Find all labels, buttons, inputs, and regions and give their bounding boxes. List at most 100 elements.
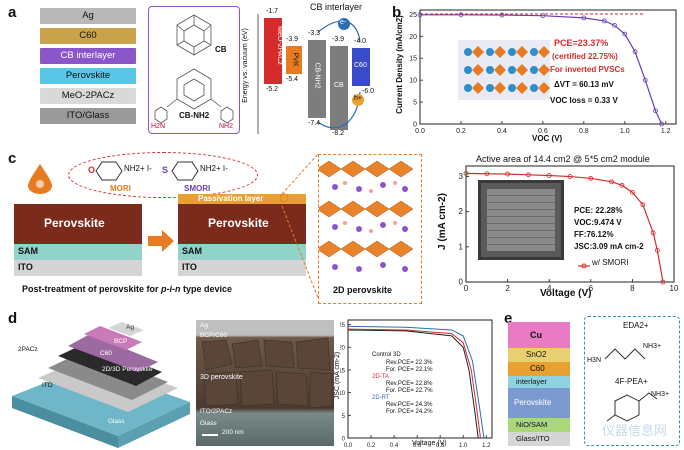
d-layer-ag: Ag [126, 324, 134, 331]
panel-letter-c: c [8, 150, 17, 167]
y-tick-label: 3 [459, 172, 464, 181]
perovskite-2d-box: 2D perovskite [316, 154, 422, 304]
mori-o: O [88, 165, 96, 175]
d-layer-2pacz: 2PACz [18, 346, 38, 353]
data-point [660, 279, 666, 285]
atom [530, 84, 538, 92]
mori-ring [95, 161, 123, 181]
molecule-box: CB CB-NH2 H2N NH2 [148, 6, 240, 134]
atom [464, 84, 472, 92]
e-layer-c60-label: C60 [530, 364, 545, 373]
d-legend-4: For. PCE= 22.7% [386, 388, 433, 394]
x-tick-label: 0.0 [415, 128, 425, 135]
e-layer-nio [508, 418, 570, 432]
d-legend-2: 2D-TA [372, 374, 389, 380]
data-point [601, 18, 607, 24]
x-tick-label: 0.2 [367, 443, 376, 449]
series-line [465, 172, 664, 283]
bottom-cb: -8.2 [332, 130, 345, 137]
y-tick-label: 15 [340, 368, 346, 374]
d-layer-ito: ITO [42, 382, 53, 389]
e-layer-sno2 [508, 348, 570, 362]
e-layer-cu-label: Cu [530, 330, 542, 340]
d-legend-title: Control 3D [372, 352, 401, 358]
x-tick-label: 2 [505, 284, 510, 293]
mori-nh2: NH2+ I- [124, 164, 152, 173]
octahedron [472, 82, 484, 94]
plot-frame [419, 9, 677, 125]
e-layer-cu [508, 322, 570, 348]
data-point [629, 189, 635, 195]
x-tick-label: 0.4 [390, 443, 399, 449]
scale-label: 200 nm [222, 429, 244, 436]
y-tick-label: 10 [340, 391, 346, 397]
perovskite-block-before [14, 204, 142, 244]
panel-c: c O NH2+ I- MORI S NH2+ I- SMORI Perovsk… [0, 148, 684, 306]
ito-label-after: ITO [182, 262, 197, 272]
d-legend-3: Rev.PCE= 22.8% [386, 381, 433, 387]
label-h2n: H2N [151, 123, 166, 130]
panel-letter-e: e [504, 310, 513, 327]
c-pce: PCE: 22.28% [574, 206, 623, 215]
energy-bars [257, 14, 370, 134]
crystal-structure [316, 160, 414, 272]
c-caption-italic: p-i-n [161, 284, 181, 294]
data-point [612, 22, 617, 28]
c-caption-suffix: type device [180, 284, 233, 294]
panel-a: a Ag C60 CB interlayer Perovskite MeO-2P… [0, 0, 380, 140]
d-legend-5: 2D-RT [372, 395, 390, 401]
perovskite-label-after: Perovskite [208, 216, 269, 230]
octahedron [494, 46, 506, 58]
octahedron [516, 46, 528, 58]
data-point [505, 171, 510, 177]
b-inverted: For inverted PVSCs [550, 65, 625, 74]
e-fpea: 4F-PEA+ [615, 377, 648, 386]
y-tick-label: 0 [342, 437, 346, 443]
octahedron [538, 82, 550, 94]
x-tick-label: 1.0 [620, 128, 630, 135]
data-point [650, 230, 656, 236]
atom [464, 48, 472, 56]
sem-ag: Ag [200, 322, 208, 329]
scale-bar [202, 434, 218, 436]
bottom-meo: -5.2 [266, 86, 279, 93]
y-tick-label: 15 [409, 56, 417, 63]
energy-ylabel: Energy vs. vacuum (eV) [241, 28, 249, 103]
data-point [581, 15, 587, 21]
series-line [347, 328, 481, 439]
energy-diagram: CB interlayer Energy vs. vacuum (eV) MeO… [242, 2, 383, 140]
y-tick-label: 10 [409, 78, 417, 85]
d-xlabel: Voltage (V) [412, 440, 447, 447]
mori-label: MORI [110, 184, 131, 193]
watermark: 仪器信息网 [602, 423, 668, 438]
sam-block-after [178, 244, 306, 260]
e-molecules [604, 348, 658, 422]
data-point [653, 108, 658, 114]
x-tick-label: 6 [589, 284, 594, 293]
octahedron [494, 82, 506, 94]
layer-c60: C60 [40, 28, 136, 44]
x-tick-label: 4 [547, 284, 552, 293]
perovskite-label-before: Perovskite [44, 216, 105, 230]
e-nh3-bottom: NH3+ [651, 391, 670, 398]
hole-label: h+ [354, 95, 362, 102]
c-module-title: Active area of 14.4 cm2 @ 5*5 cm2 module [476, 154, 650, 164]
atom [486, 66, 494, 74]
passivation-block [178, 194, 306, 204]
d-legend-1: For. PCE= 22.1% [386, 367, 433, 373]
y-tick-label: 20 [409, 34, 417, 41]
passivation-label: Passivation layer [198, 194, 264, 203]
y-tick-label: 0 [413, 122, 417, 129]
c-voc: VOC:9.474 V [574, 218, 622, 227]
sem-ito: ITO/2PACz [200, 408, 233, 415]
bar-label-pvk: PVK [291, 52, 299, 67]
data-point [567, 174, 573, 179]
smori-ring [171, 161, 199, 181]
panel-letter-a: a [8, 4, 17, 21]
panel-letter-b: b [392, 4, 402, 21]
device-stack-a: Ag C60 CB interlayer Perovskite MeO-2PAC… [40, 8, 140, 133]
data-point [458, 12, 464, 18]
